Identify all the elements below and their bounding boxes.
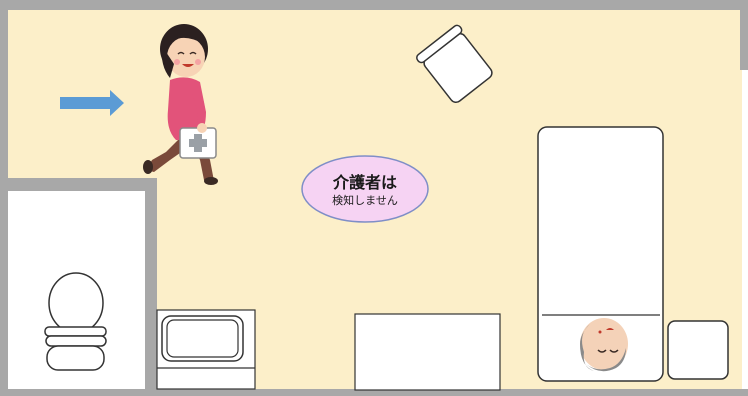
patient-figure	[580, 318, 628, 372]
caregiver-figure	[143, 24, 218, 185]
toilet-room-side-wall	[145, 178, 157, 396]
right-wall-upper	[740, 0, 748, 70]
bubble-subtitle: 検知しません	[332, 194, 398, 207]
sink-icon	[156, 309, 256, 390]
chair-icon	[416, 24, 493, 103]
bed	[537, 126, 664, 382]
status-bubble	[301, 155, 429, 223]
bed-frame	[537, 126, 664, 382]
cabinet	[354, 313, 501, 391]
toilet-icon	[44, 272, 107, 371]
left-wall	[0, 0, 8, 396]
first-aid-kit-icon	[179, 127, 217, 159]
direction-arrow-icon	[60, 90, 124, 116]
toilet-room-top-wall	[0, 178, 156, 191]
bottom-wall	[0, 389, 748, 396]
top-wall	[0, 0, 748, 10]
bubble-title: 介護者は	[332, 173, 397, 192]
side-table	[667, 320, 729, 380]
